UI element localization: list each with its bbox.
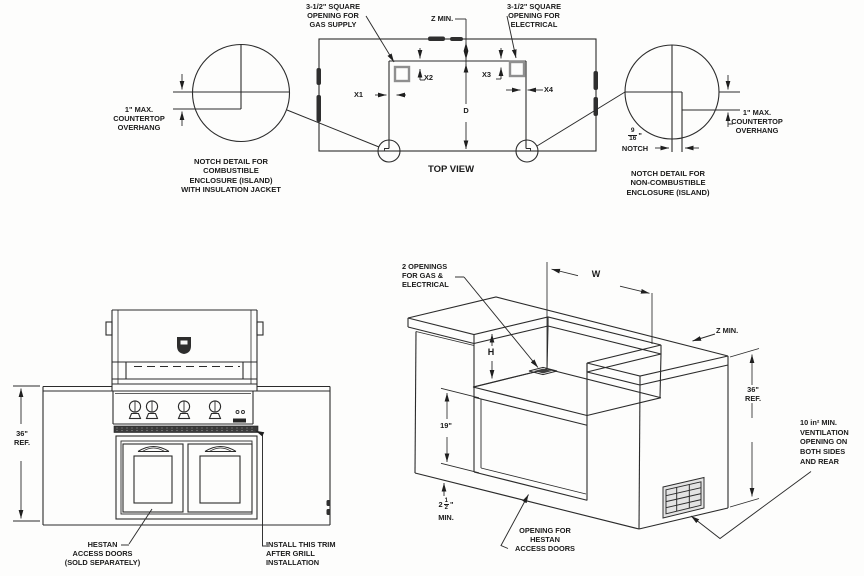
trim-strip [113,425,259,433]
access-doors [115,435,258,520]
dim-h-label: H [482,348,500,357]
front-height-ref-label: 36"REF. [7,429,37,447]
left-notch-detail-linework [173,43,291,143]
dim-x1-label: X1 [354,90,364,99]
iso-view-linework [407,262,812,549]
dim-19 [440,387,480,474]
dim-x3-label: X3 [482,70,492,79]
dim-w-label: W [587,270,605,279]
dim-36-front [13,385,40,522]
hestan-logo-badge [177,337,191,354]
dim-z-d [455,18,469,149]
ventilation-grille [662,476,705,519]
dim-x1-x4 [375,48,543,98]
iso-leaders [455,276,812,549]
top-view-linework [286,15,626,163]
dim-d-label: D [458,106,474,115]
shelf-utility-opening [528,366,558,376]
gas-opening-square [393,65,411,83]
iso-height-ref-label: 36"REF. [737,385,769,403]
z-min-label-iso: Z MIN. [716,326,739,335]
front-view-linework [13,309,331,547]
top-view-caption: TOP VIEW [427,164,475,175]
dim-36-iso [729,348,760,508]
right-notch-detail-linework [624,44,740,152]
dim-x2-label: X2 [424,73,434,82]
edge-marks [316,36,598,122]
dim-19-label: 19" [433,421,459,430]
burner-knobs [128,400,246,423]
z-min-label-top: Z MIN. [431,14,454,23]
dim-w [546,262,653,368]
control-panel [112,390,254,425]
dim-x4-label: X4 [544,85,554,94]
front-leaders [121,430,266,547]
grill-hood [105,309,264,391]
electrical-opening-square [508,60,526,78]
